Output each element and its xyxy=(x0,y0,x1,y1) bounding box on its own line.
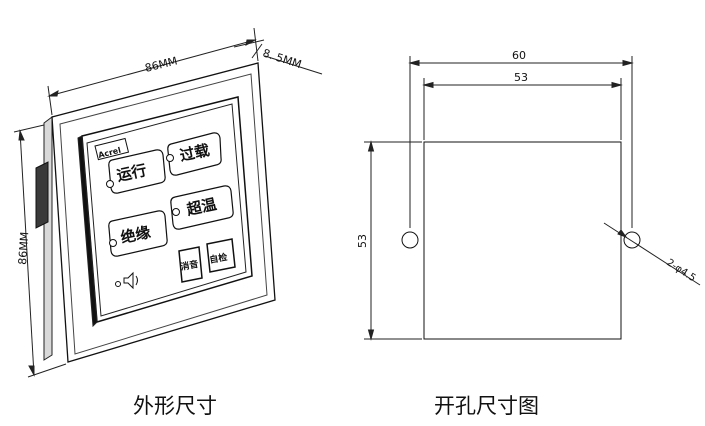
dim-width-label: 86MM xyxy=(144,54,179,75)
mounting-hole-right xyxy=(623,231,641,249)
button-overtemp[interactable] xyxy=(170,185,234,230)
dim-outer-width-label: 60 xyxy=(512,49,526,62)
dim-depth-label: 8. 5MM xyxy=(261,46,303,71)
side-depth-face xyxy=(43,116,53,361)
speaker-icon xyxy=(123,271,138,290)
outline-caption: 外形尺寸 xyxy=(133,394,217,418)
dim-depth-line xyxy=(233,39,323,75)
dim-width-line xyxy=(47,27,259,116)
button-overload-label: 过载 xyxy=(178,141,211,165)
cutout-caption: 开孔尺寸图 xyxy=(434,394,539,418)
button-insulation[interactable] xyxy=(108,210,168,257)
button-overload[interactable] xyxy=(167,132,222,176)
front-panel xyxy=(86,103,247,317)
led-insulation xyxy=(109,239,117,247)
dim-height-line xyxy=(13,124,67,378)
button-selftest-label: 自检 xyxy=(208,251,228,266)
button-run[interactable] xyxy=(108,149,166,194)
cutout-square xyxy=(423,141,622,340)
led-run xyxy=(106,180,114,188)
button-insulation-label: 绝缘 xyxy=(119,223,152,247)
button-labels: 运行 过载 绝缘 超温 消音 自检 xyxy=(115,141,228,273)
button-mute[interactable] xyxy=(178,246,203,283)
logo-block xyxy=(94,137,130,161)
button-selftest[interactable] xyxy=(206,238,236,273)
dim-holes-leader xyxy=(603,222,701,286)
dim-height-line-cutout xyxy=(364,140,422,341)
dim-inner-width-line xyxy=(422,78,623,140)
led-overtemp xyxy=(172,208,180,216)
dim-height-label-cutout: 53 xyxy=(356,234,369,248)
dim-inner-width-label: 53 xyxy=(514,71,528,84)
cutout-drawing xyxy=(364,56,701,341)
inner-bezel xyxy=(59,73,268,355)
rear-connector xyxy=(35,161,49,229)
mounting-hole-left xyxy=(401,231,419,249)
outline-drawing xyxy=(13,27,323,378)
led-speaker xyxy=(115,281,121,287)
dim-height-label: 86MM xyxy=(16,231,31,265)
dim-holes-label: 2-φ4.5 xyxy=(664,257,697,284)
panel-frame-shadow xyxy=(77,135,98,328)
led-overload xyxy=(166,154,174,162)
button-mute-label: 消音 xyxy=(179,258,199,273)
button-run-label: 运行 xyxy=(115,161,148,185)
